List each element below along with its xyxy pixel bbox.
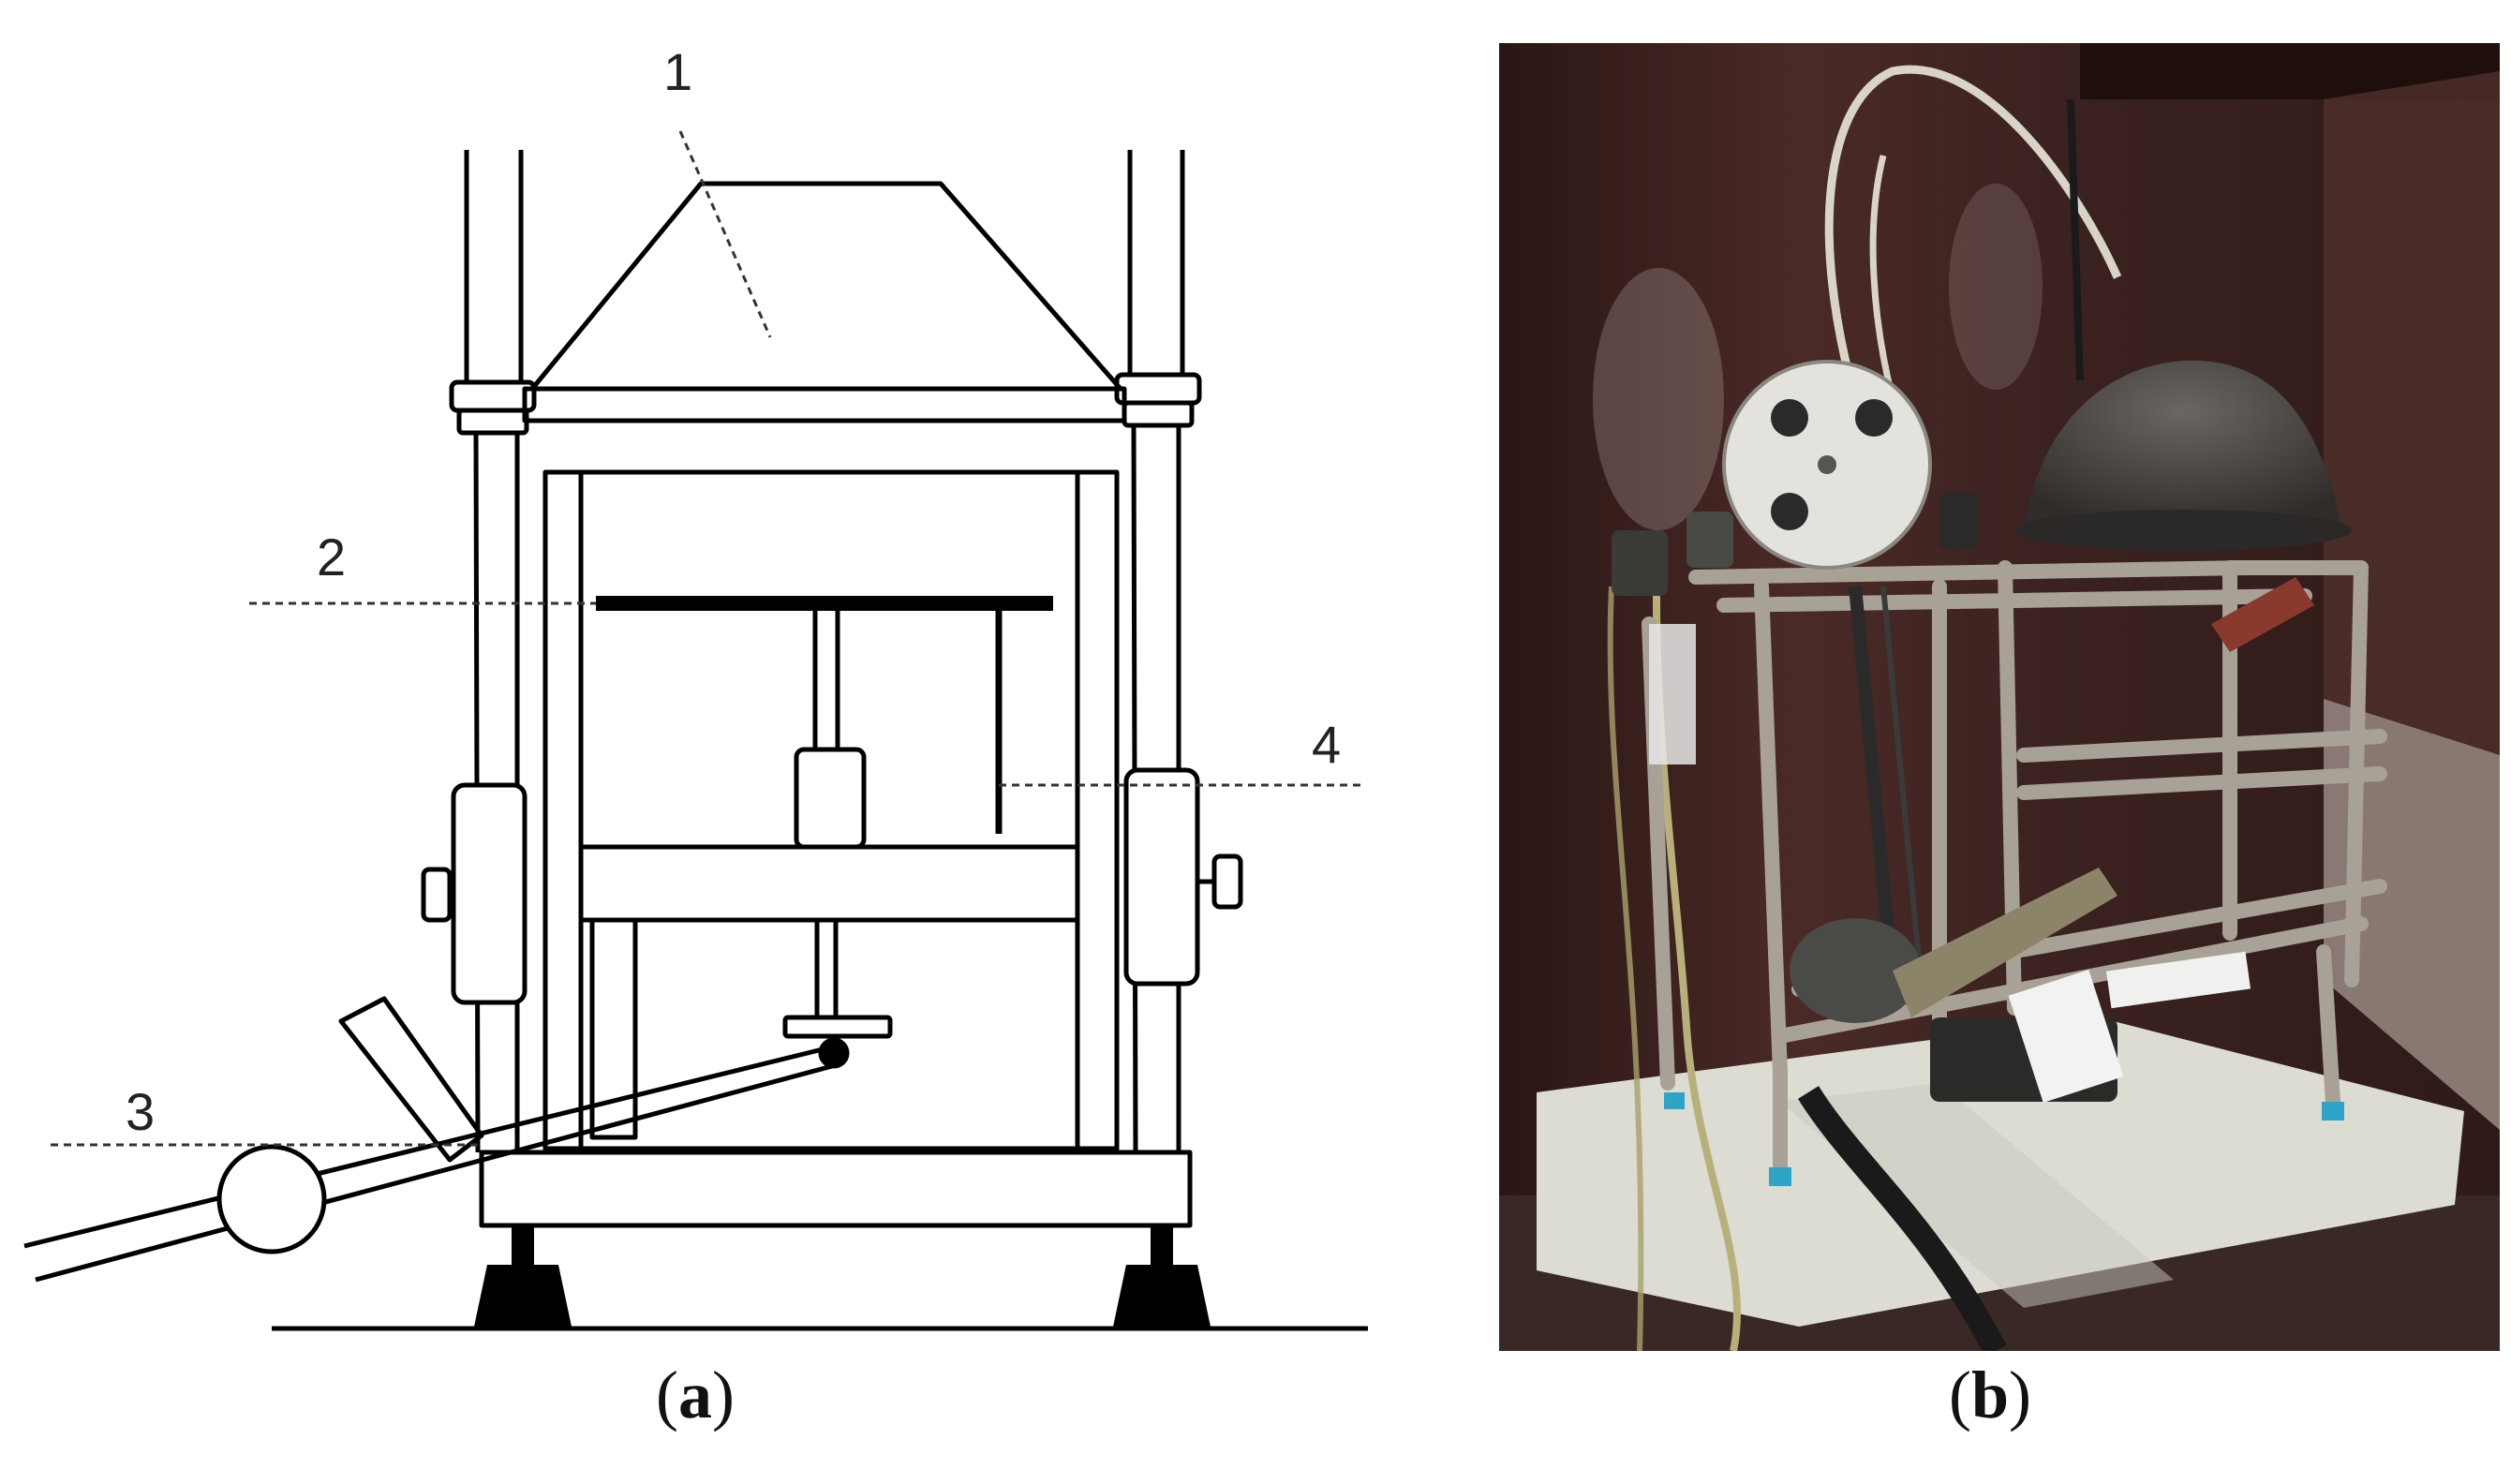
apparatus-schematic: 1 2 3 4 — [23, 42, 1368, 1331]
callout-2: 2 — [317, 527, 346, 586]
burner-tube — [23, 996, 833, 1283]
leader-lines — [51, 130, 1364, 1147]
photo-panel-b — [1499, 43, 2500, 1357]
hood — [522, 181, 1127, 423]
diagram-panel-a: 1 2 3 4 — [23, 42, 1368, 1331]
caption-b: (b) — [1949, 1358, 2032, 1432]
callout-3: 3 — [126, 1082, 155, 1141]
callout-4: 4 — [1312, 715, 1341, 774]
red-rod — [2211, 577, 2314, 652]
specimen-holder — [596, 596, 1053, 1069]
base-platform — [272, 1150, 1368, 1331]
right-column — [1114, 150, 1243, 1153]
conical-hood — [2014, 360, 2352, 551]
lower-roller — [1790, 918, 1921, 1023]
left-column — [421, 150, 537, 1153]
tag-label — [2008, 970, 2124, 1103]
apparatus-photo-illustration — [1499, 43, 2500, 1357]
cable-reel — [1722, 360, 1932, 570]
callout-1: 1 — [663, 42, 692, 101]
feet — [474, 1227, 1211, 1327]
caption-a: (a) — [656, 1358, 735, 1432]
